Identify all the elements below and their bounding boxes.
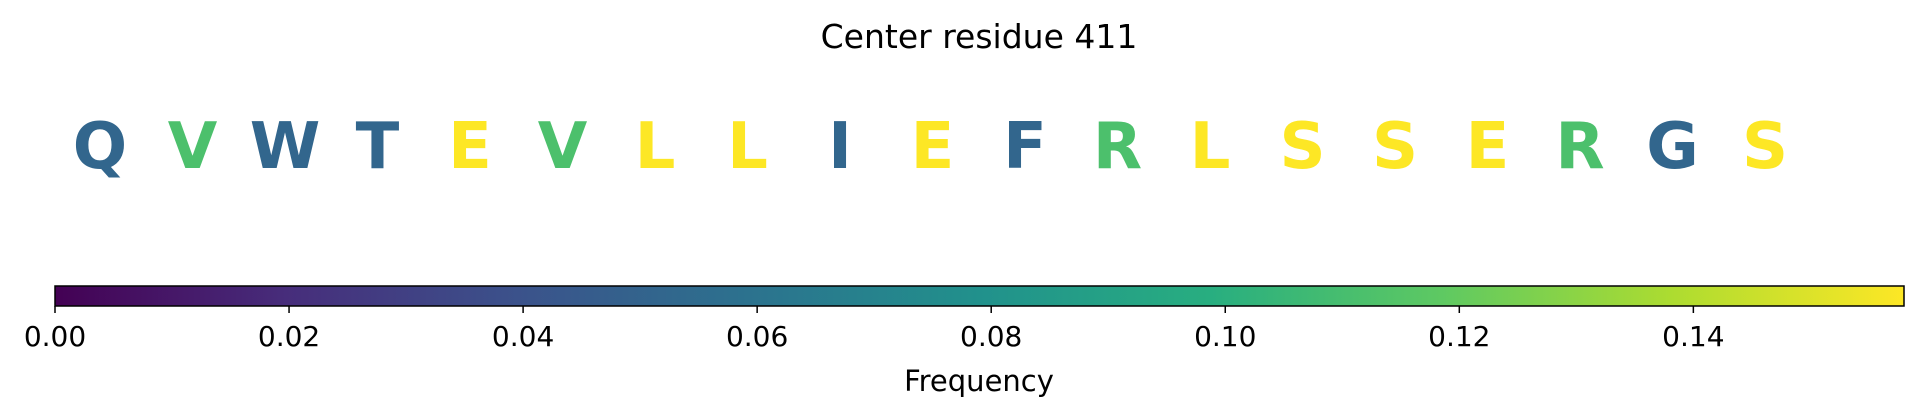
residue-letter: V bbox=[538, 110, 588, 184]
residue-letter: S bbox=[1279, 110, 1325, 184]
colorbar-gradient bbox=[54, 285, 1905, 307]
residue-letter: E bbox=[911, 110, 955, 184]
residue-letter: W bbox=[250, 110, 321, 184]
residue-letter: E bbox=[448, 110, 492, 184]
colorbar-tick-label: 0.00 bbox=[24, 320, 86, 353]
colorbar-ticks: 0.00 0.02 0.04 0.06 0.08 0.10 0.12 0.14 bbox=[24, 306, 1725, 353]
colorbar-tick-label: 0.02 bbox=[258, 320, 320, 353]
residue-letter: V bbox=[168, 110, 218, 184]
residue-letter: Q bbox=[73, 110, 127, 184]
residue-letter: F bbox=[1003, 110, 1047, 184]
colorbar-tick-label: 0.06 bbox=[726, 320, 788, 353]
residue-letter: L bbox=[635, 110, 676, 184]
residue-letter: G bbox=[1646, 110, 1699, 184]
residue-letter: T bbox=[356, 110, 400, 184]
residue-letter: S bbox=[1372, 110, 1418, 184]
colorbar-tick-label: 0.10 bbox=[1194, 320, 1256, 353]
residue-letter: R bbox=[1555, 110, 1604, 184]
colorbar-tick-label: 0.04 bbox=[492, 320, 554, 353]
colorbar-tick-label: 0.08 bbox=[960, 320, 1022, 353]
colorbar: 0.00 0.02 0.04 0.06 0.08 0.10 0.12 0.14 Frequen… bbox=[24, 285, 1905, 398]
residue-letter: I bbox=[828, 110, 852, 184]
residue-letter: L bbox=[1190, 110, 1231, 184]
colorbar-tick-label: 0.12 bbox=[1428, 320, 1490, 353]
residue-letter: E bbox=[1466, 110, 1510, 184]
residue-letter: L bbox=[727, 110, 768, 184]
colorbar-label: Frequency bbox=[904, 364, 1054, 398]
colorbar-tick-label: 0.14 bbox=[1662, 320, 1724, 353]
residue-letter: R bbox=[1093, 110, 1142, 184]
chart-title: Center residue 411 bbox=[821, 17, 1138, 56]
residue-letter: S bbox=[1742, 110, 1788, 184]
